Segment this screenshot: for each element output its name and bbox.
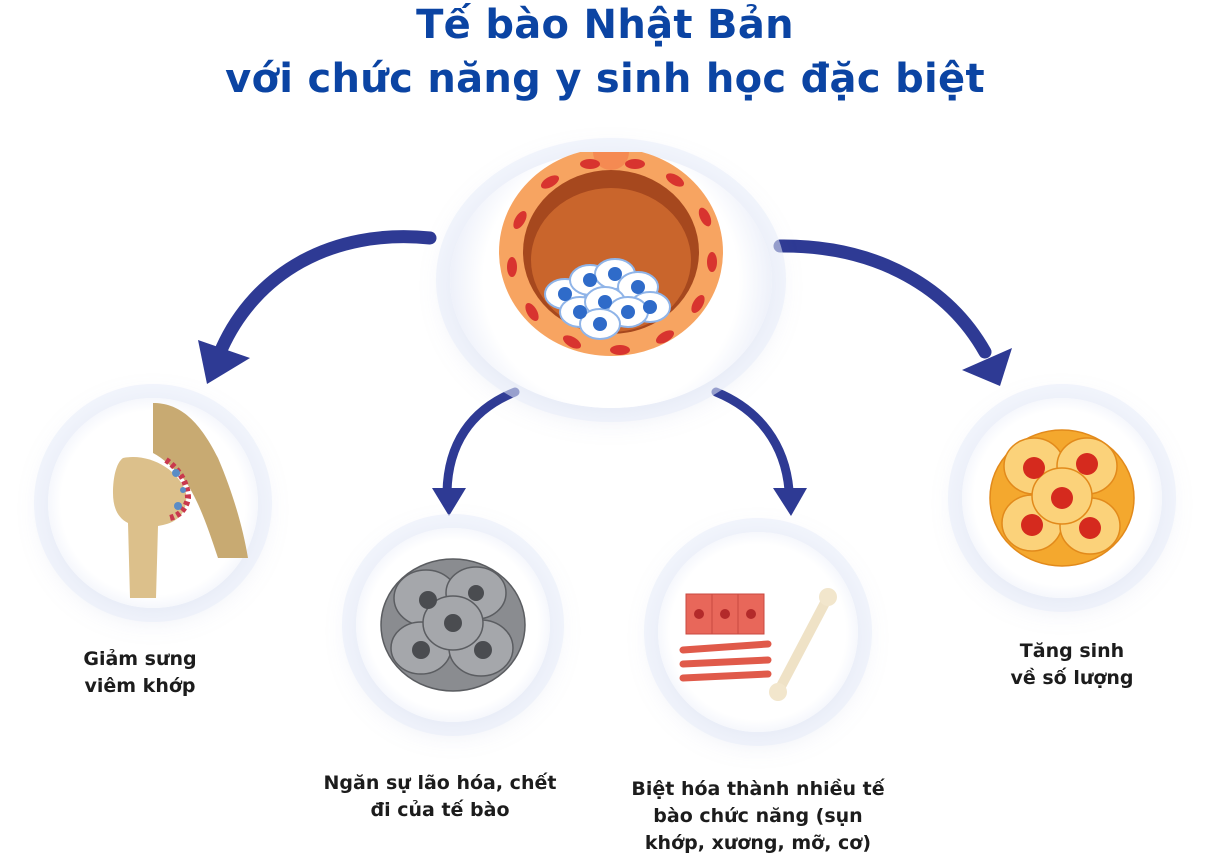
arrow-mid-left-curve — [442, 387, 520, 497]
label-proliferation-line-1: Tăng sinh — [1019, 640, 1125, 662]
label-aging-line-2: đi của tế bào — [370, 799, 510, 821]
label-joint-line-2: viêm khớp — [84, 675, 196, 697]
label-differentiation-line-3: khớp, xương, mỡ, cơ) — [644, 832, 872, 854]
proliferation-circle — [962, 398, 1162, 598]
label-joint-line-1: Giảm sưng — [83, 648, 197, 670]
blastocyst-cell-icon — [499, 152, 723, 356]
cell-proliferation-icon — [989, 429, 1135, 567]
arrow-right-curve — [773, 239, 992, 359]
label-aging-line-1: Ngăn sự lão hóa, chết — [323, 772, 557, 794]
label-differentiation-line-2: bào chức năng (sụn — [653, 805, 863, 827]
label-joint: Giảm sưng viêm khớp — [40, 646, 240, 700]
arrow-mid-left-head — [432, 488, 466, 516]
arrow-left-curve — [215, 230, 437, 355]
gray-cluster-circle — [356, 528, 550, 722]
label-differentiation: Biệt hóa thành nhiều tế bào chức năng (s… — [612, 776, 904, 857]
arrow-mid-right-curve — [711, 387, 794, 495]
label-aging: Ngăn sự lão hóa, chết đi của tế bào — [300, 770, 580, 824]
tissue-differentiation-icon — [679, 588, 837, 701]
tissue-circle — [658, 532, 858, 732]
label-proliferation: Tăng sinh về số lượng — [972, 638, 1172, 692]
center-cell-circle — [450, 152, 772, 408]
arrow-right-head — [962, 348, 1012, 386]
page-title-line-2: với chức năng y sinh học đặc biệt — [225, 56, 985, 102]
joint-circle — [48, 398, 258, 608]
gray-cell-cluster-icon — [380, 558, 526, 692]
page-title-line-1: Tế bào Nhật Bản — [416, 2, 794, 48]
arrow-mid-right-head — [773, 488, 807, 516]
label-proliferation-line-2: về số lượng — [1010, 667, 1134, 689]
label-differentiation-line-1: Biệt hóa thành nhiều tế — [631, 778, 885, 800]
arrow-left-head — [198, 340, 250, 384]
joint-bone-icon — [113, 403, 248, 598]
